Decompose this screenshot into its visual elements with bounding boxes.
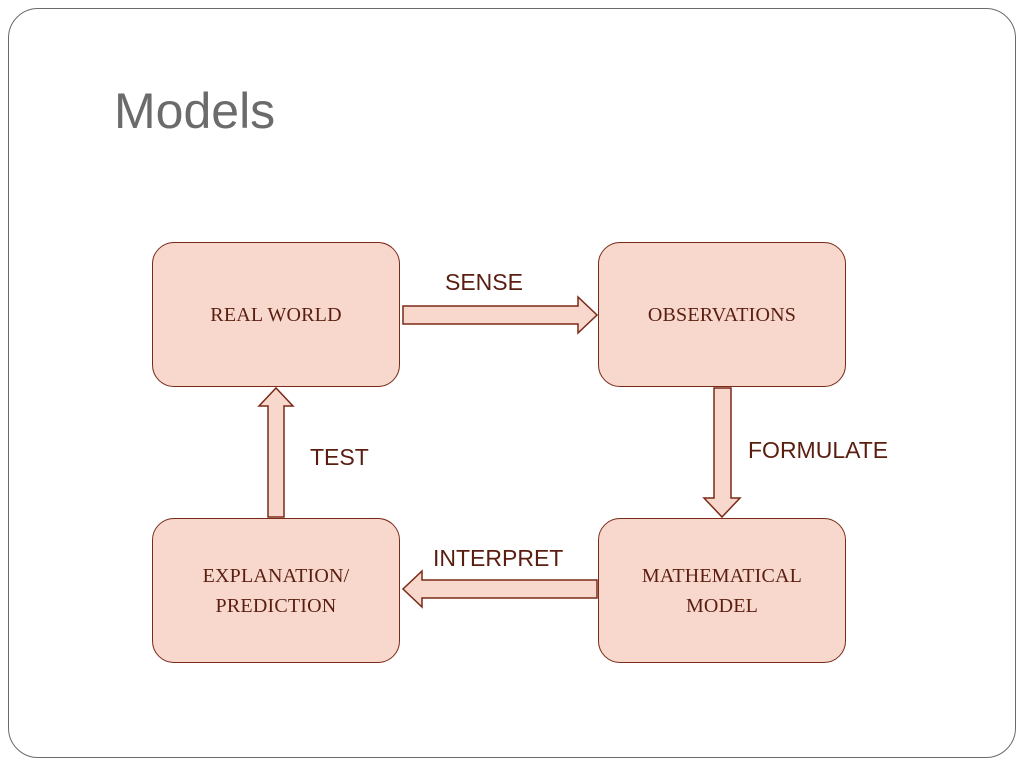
node-explanation-prediction-label: EXPLANATION/ PREDICTION <box>202 564 350 617</box>
edge-label-sense: SENSE <box>445 269 523 295</box>
node-real-world: REAL WORLD <box>152 242 400 387</box>
slide-title: Models <box>114 83 276 139</box>
node-mathematical-model: MATHEMATICAL MODEL <box>598 518 846 663</box>
node-observations-label: OBSERVATIONS <box>647 303 797 326</box>
node-observations: OBSERVATIONS <box>598 242 846 387</box>
node-explanation-prediction: EXPLANATION/ PREDICTION <box>152 518 400 663</box>
edge-label-formulate: FORMULATE <box>748 437 889 463</box>
node-mathematical-model-label: MATHEMATICAL MODEL <box>641 564 803 617</box>
edge-label-interpret: INTERPRET <box>433 545 564 571</box>
edge-label-test: TEST <box>310 444 369 470</box>
node-real-world-label: REAL WORLD <box>210 303 342 326</box>
